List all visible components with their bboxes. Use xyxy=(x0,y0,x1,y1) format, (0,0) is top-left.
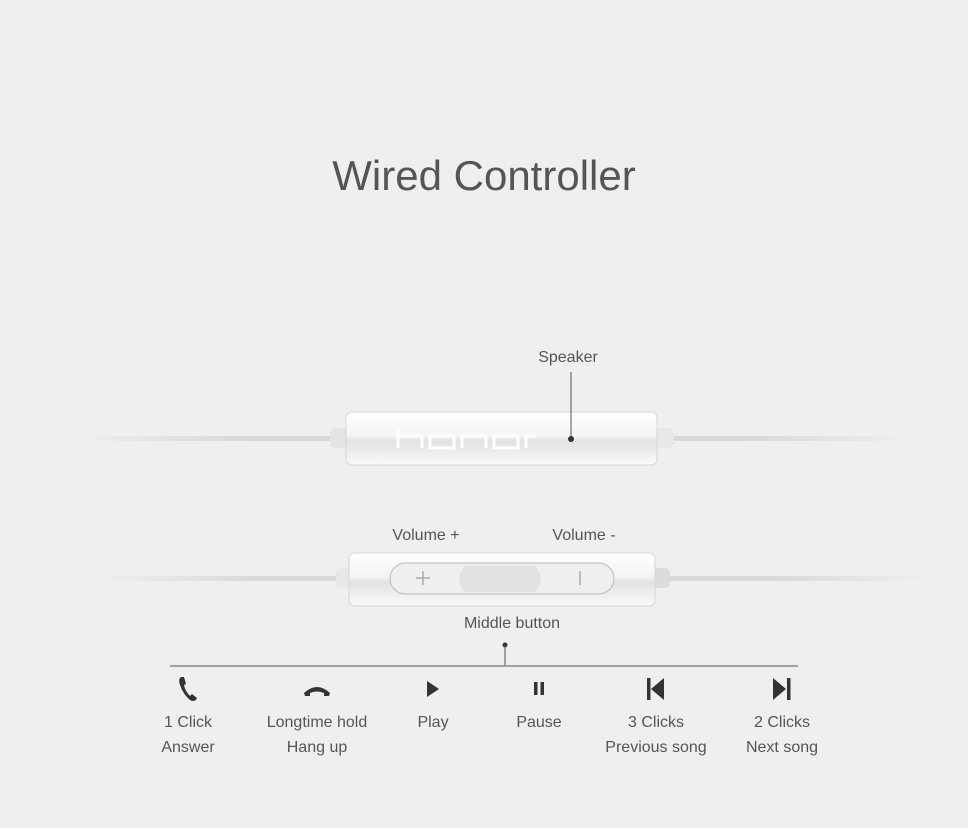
action-play: Play xyxy=(353,674,513,735)
plus-icon xyxy=(416,571,430,585)
button-controller xyxy=(100,552,930,667)
action-hangup: Longtime hold Hang up xyxy=(237,674,397,760)
middle-button-area xyxy=(459,566,541,592)
speaker-label: Speaker xyxy=(538,349,598,366)
page-title: Wired Controller xyxy=(332,152,636,199)
pause-icon xyxy=(534,682,544,695)
action-answer: 1 Click Answer xyxy=(108,674,268,760)
action-next: 2 Clicks Next song xyxy=(702,674,862,760)
next-track-icon xyxy=(773,678,791,700)
previous-track-icon xyxy=(647,678,664,700)
phone-hangup-icon xyxy=(304,687,330,696)
phone-answer-icon xyxy=(179,677,197,701)
speaker-hole xyxy=(568,436,574,442)
volume-down-label: Volume - xyxy=(552,527,616,544)
action-previous: 3 Clicks Previous song xyxy=(576,674,736,760)
volume-up-label: Volume + xyxy=(392,527,460,544)
action-pause: Pause xyxy=(459,674,619,735)
speaker-controller xyxy=(80,372,910,466)
honor-logo xyxy=(396,428,536,450)
play-icon xyxy=(427,681,439,697)
middle-button-label: Middle button xyxy=(463,615,561,632)
